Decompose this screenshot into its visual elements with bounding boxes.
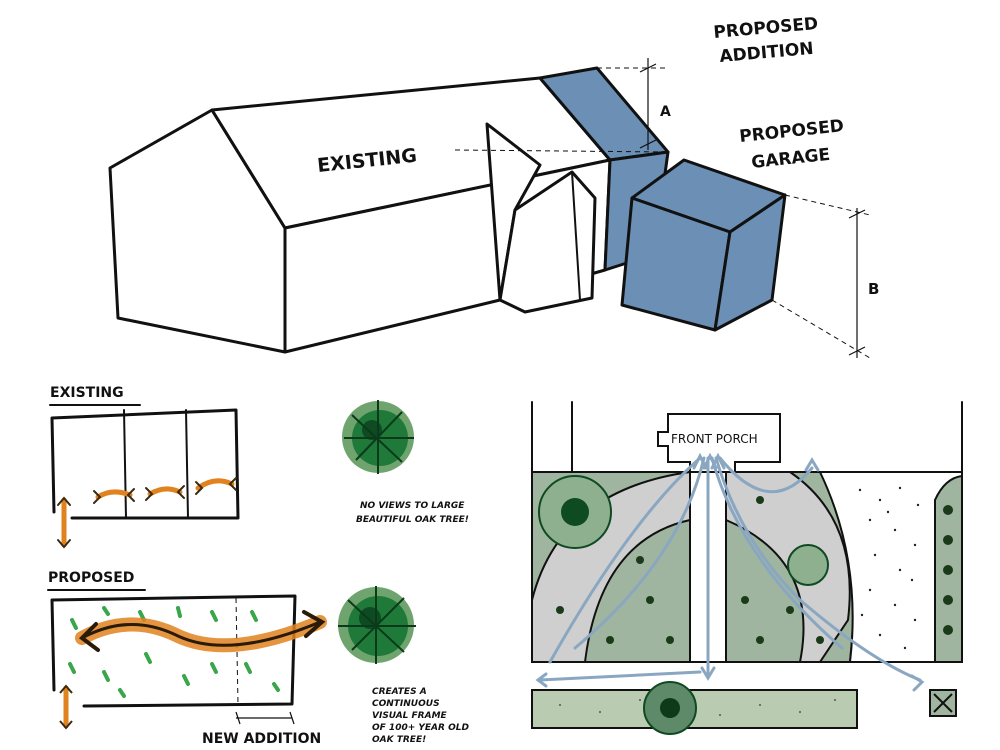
- dim-b-bottom-extension: [771, 299, 871, 359]
- note-existing-line1: NO VIEWS TO LARGE: [360, 501, 465, 511]
- street-shrub-mark: [933, 693, 953, 713]
- note-proposed-line3: VISUAL FRAME: [372, 711, 448, 721]
- note-proposed-line4: OF 100+ YEAR OLD: [372, 723, 469, 733]
- existing-floor-plan-outline: [50, 408, 240, 520]
- porch-edge-line: [571, 171, 581, 301]
- note-proposed-line2: CONTINUOUS: [372, 699, 440, 709]
- gravel-driveway: [818, 471, 963, 663]
- proposed-diagram-label: PROPOSED: [48, 570, 134, 586]
- proposed-addition-label-line2: ADDITION: [719, 39, 815, 67]
- proposed-garage-label-line1: PROPOSED: [738, 116, 844, 147]
- plant-marks: [556, 496, 824, 644]
- massing-sketch: EXISTING PROPOSED ADDITION PROPOSED GARA…: [108, 14, 879, 359]
- street-tree-core: [660, 698, 680, 718]
- view-flow-arrows: [535, 452, 925, 692]
- continuous-view-arrowhead-left: [78, 622, 100, 652]
- oak-tree-proposed: [338, 586, 416, 664]
- note-proposed-line1: CREATES A: [372, 687, 427, 697]
- existing-view-arrowheads: [57, 477, 237, 549]
- new-addition-tick-left: [235, 711, 241, 725]
- site-tree-small: [787, 544, 829, 586]
- new-addition-label: NEW ADDITION: [202, 731, 321, 747]
- paving-left: [531, 470, 691, 663]
- note-existing-line2: BEAUTIFUL OAK TREE!: [356, 515, 469, 525]
- site-tree-large-core: [561, 498, 589, 526]
- gravel-stipple: [858, 486, 920, 652]
- existing-wall-2: [185, 409, 189, 519]
- existing-diagram: EXISTING: [49, 385, 240, 549]
- proposed-vertical-arrowheads: [59, 684, 73, 730]
- proposed-garage-label-line2: GARAGE: [750, 145, 831, 173]
- dim-b-tick-top: [848, 209, 866, 219]
- site-plan: FRONT PORCH: [531, 401, 963, 735]
- dim-a-label: A: [660, 104, 671, 120]
- proposed-diagram: PROPOSED NEW ADDITION: [47, 570, 327, 747]
- dim-b-top-extension: [784, 194, 871, 216]
- dim-b-tick-bottom: [848, 346, 866, 356]
- dim-a-tick-top: [639, 63, 657, 73]
- oak-tree-existing: [342, 400, 414, 474]
- continuous-view-arrow: [80, 620, 322, 647]
- front-porch-label: FRONT PORCH: [671, 432, 758, 446]
- proposed-addition-label-line1: PROPOSED: [713, 14, 819, 43]
- dim-a-tick-bottom: [639, 139, 657, 149]
- front-porch: [657, 413, 781, 473]
- existing-diagram-label: EXISTING: [50, 385, 124, 401]
- continuous-view-arrowhead-right: [302, 610, 326, 638]
- proposed-floor-plan-outline: [50, 594, 297, 708]
- hedge-shrubs: [943, 505, 953, 635]
- new-addition-tick-right: [289, 711, 295, 725]
- note-proposed-line5: OAK TREE!: [372, 735, 426, 745]
- proposed-planting-marks: [68, 606, 280, 698]
- sidewalk-stipple: [559, 699, 836, 716]
- dim-b-label: B: [868, 280, 879, 298]
- existing-wall-1: [123, 409, 127, 519]
